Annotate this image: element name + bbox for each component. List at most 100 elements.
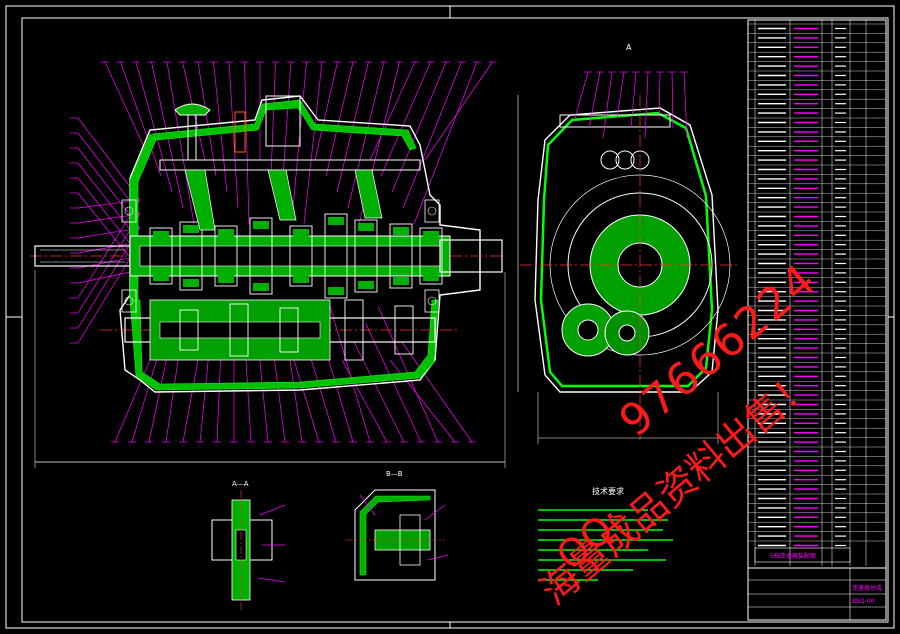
balloon-leader bbox=[341, 359, 388, 443]
bearing bbox=[424, 289, 440, 313]
balloon-leader bbox=[228, 61, 239, 209]
balloon-leader bbox=[197, 61, 217, 177]
balloon-leader bbox=[114, 359, 151, 443]
balloon-leader bbox=[347, 61, 385, 209]
section-a-label: A—A bbox=[232, 480, 249, 488]
housing-outline bbox=[119, 95, 481, 393]
balloon-leader bbox=[182, 359, 199, 443]
technical-requirements: 技术要求 bbox=[538, 486, 673, 581]
detent-spring bbox=[234, 111, 246, 153]
drawing-part-name: 变速器总成 bbox=[852, 584, 882, 592]
balloon-leader bbox=[588, 71, 601, 129]
balloon-leader bbox=[630, 71, 637, 129]
main-shaft-gear bbox=[249, 217, 273, 295]
idler-gear-hub bbox=[618, 324, 636, 342]
balloon-leader bbox=[644, 71, 649, 139]
bearing-ball bbox=[124, 206, 134, 216]
balloon-leader bbox=[391, 61, 447, 193]
counter-shaft-gear bbox=[279, 307, 299, 353]
balloon-leader bbox=[413, 61, 478, 225]
balloon-leader bbox=[402, 61, 462, 209]
inner-frame bbox=[21, 17, 889, 623]
title-block: 变速器总成 BSQ-00 bbox=[747, 567, 887, 621]
balloon-leader bbox=[602, 71, 613, 139]
balloon-leader bbox=[683, 71, 688, 139]
drawing-number: BSQ-00 bbox=[852, 598, 875, 605]
balloon-leader bbox=[658, 71, 661, 119]
balloon-leader bbox=[314, 61, 338, 161]
gear-section-hatch bbox=[293, 229, 309, 237]
gear-section-hatch bbox=[423, 273, 439, 281]
gear-section-hatch bbox=[393, 227, 409, 235]
counter-shaft-gear bbox=[344, 299, 364, 361]
main-shaft-gear bbox=[354, 219, 378, 293]
balloon-leader bbox=[120, 61, 162, 177]
gear-section-hatch bbox=[393, 277, 409, 285]
section-b-leader bbox=[359, 494, 376, 516]
gear-section-hatch bbox=[218, 275, 234, 283]
side-view: A bbox=[517, 43, 740, 444]
section-b-leader bbox=[427, 554, 449, 561]
parts-list-table bbox=[747, 19, 887, 621]
drawing-title-block-left: 5档变速器装配图 bbox=[754, 547, 851, 563]
main-section-view bbox=[30, 61, 506, 468]
shift-linkage bbox=[559, 114, 671, 128]
balloon-leader bbox=[369, 61, 416, 161]
bearing-ball bbox=[427, 206, 437, 216]
gear-section-hatch bbox=[328, 287, 344, 295]
balloon-leader bbox=[270, 61, 276, 177]
section-b-label: B—B bbox=[386, 470, 403, 478]
section-b-b-view: B—B bbox=[345, 470, 449, 581]
main-shaft-gear bbox=[214, 225, 238, 287]
bearing bbox=[424, 199, 440, 223]
counter-shaft-gear bbox=[229, 303, 249, 357]
main-shaft-gear bbox=[179, 221, 203, 291]
shift-fork-3 bbox=[354, 169, 383, 219]
notes-title: 技术要求 bbox=[592, 486, 624, 496]
gear-section-hatch bbox=[423, 231, 439, 239]
balloon-leader bbox=[365, 323, 422, 443]
bearing-ball bbox=[124, 296, 134, 306]
shift-rail bbox=[159, 159, 421, 171]
side-view-casing-wall bbox=[539, 111, 714, 388]
side-view-casing bbox=[534, 107, 719, 393]
balloon-leader bbox=[244, 61, 250, 225]
balloon-leader bbox=[424, 61, 493, 161]
gear-section-hatch bbox=[358, 223, 374, 231]
balloon-leader bbox=[380, 61, 431, 177]
section-b-wall bbox=[359, 495, 431, 576]
balloon-leader bbox=[401, 341, 473, 443]
small-gear-side bbox=[600, 150, 620, 170]
drawing-title-box bbox=[754, 547, 851, 563]
section-b-housing bbox=[354, 489, 436, 581]
output-shaft bbox=[439, 239, 503, 273]
shift-tower bbox=[265, 95, 301, 147]
gear-section-hatch bbox=[253, 221, 269, 229]
housing-wall-bottom bbox=[129, 299, 439, 391]
balloon-leader bbox=[616, 71, 625, 119]
gear-section-hatch bbox=[328, 217, 344, 225]
section-a-leader bbox=[257, 577, 286, 583]
drawing-title: 5档变速器装配图 bbox=[770, 552, 816, 560]
shift-fork-1 bbox=[184, 169, 216, 231]
counter-gear-hub bbox=[577, 319, 599, 341]
section-a-leader bbox=[259, 504, 286, 516]
balloon-leader bbox=[574, 71, 589, 119]
gear-section-hatch bbox=[293, 275, 309, 283]
main-shaft-gear bbox=[419, 227, 443, 285]
main-shaft-gear bbox=[389, 223, 413, 289]
gear-section-hatch bbox=[153, 231, 169, 239]
shift-lever-cap bbox=[174, 103, 211, 116]
bearing-ball bbox=[427, 296, 437, 306]
balloon-leader bbox=[166, 61, 195, 225]
balloon-leader bbox=[325, 61, 354, 177]
counter-shaft-bore bbox=[159, 321, 321, 339]
shift-fork-2 bbox=[267, 169, 297, 221]
bearing bbox=[121, 199, 137, 223]
main-shaft-gear bbox=[289, 225, 313, 287]
section-a-a-view: A—A bbox=[211, 480, 286, 610]
balloon-leader bbox=[303, 61, 323, 225]
balloon-leader bbox=[353, 341, 405, 443]
